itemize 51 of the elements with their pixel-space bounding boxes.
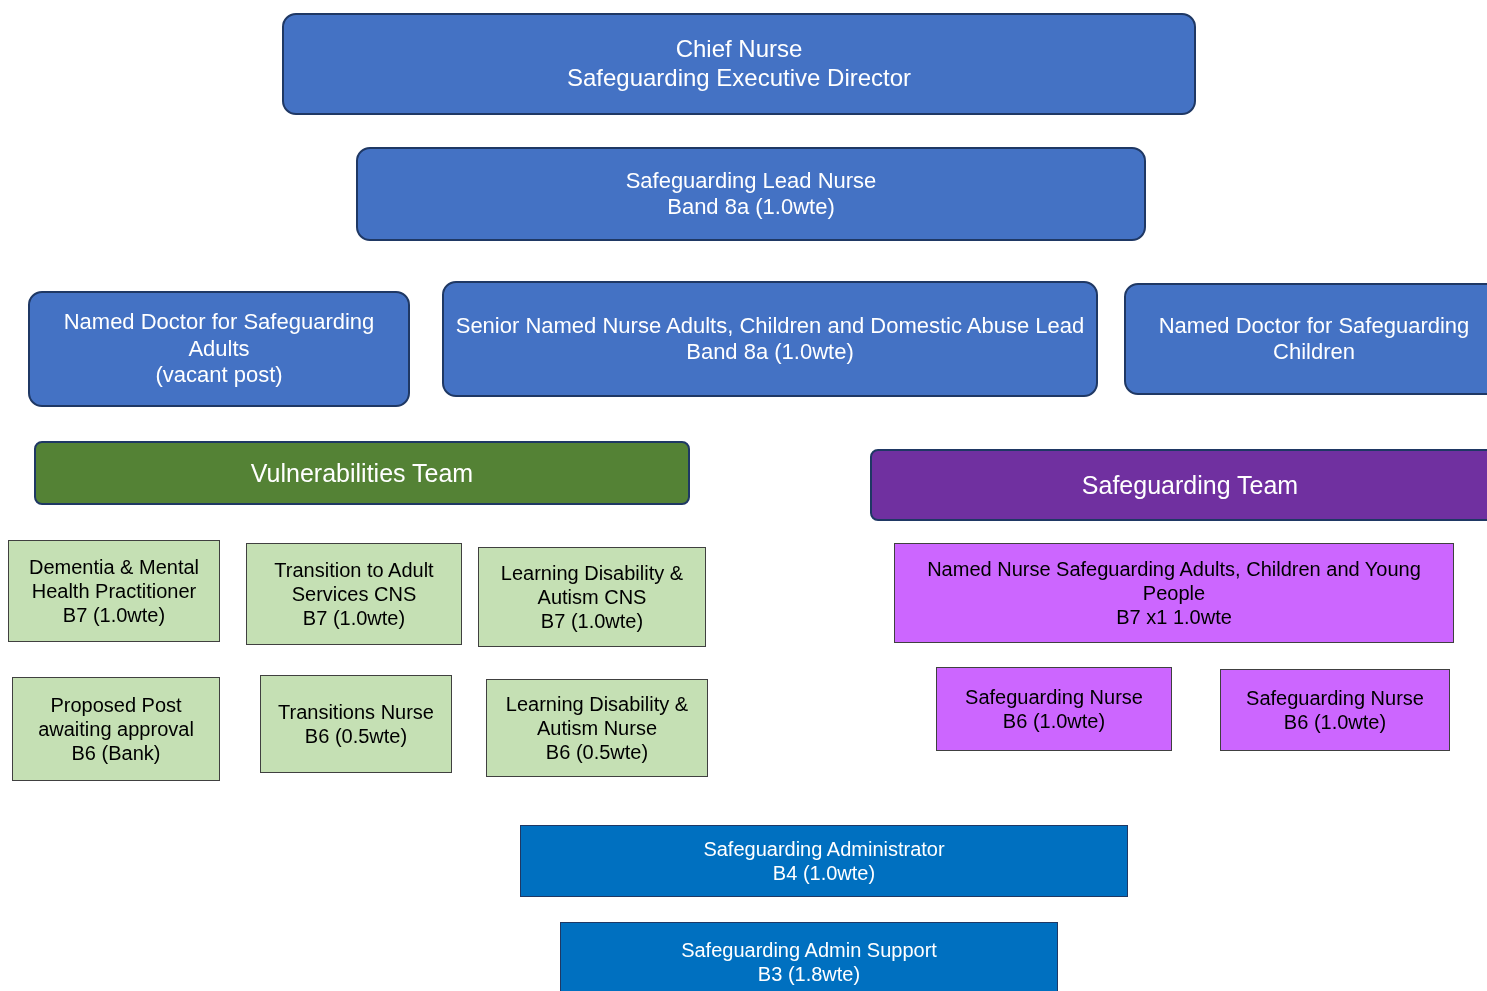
role-title: Safeguarding Admin Support	[681, 938, 937, 962]
role-detail: Safeguarding Executive Director	[566, 64, 912, 93]
role-title: Safeguarding Nurse	[965, 685, 1143, 709]
role-box	[520, 825, 1128, 897]
role-detail: B3 (1.8wte)	[757, 962, 861, 986]
role-box	[282, 13, 1196, 115]
role-box	[12, 677, 220, 781]
role-box	[8, 540, 220, 642]
role-title: Safeguarding Nurse	[1246, 686, 1424, 710]
role-detail: B6 (Bank)	[71, 741, 161, 765]
role-title: Transitions Nurse	[278, 700, 434, 724]
role-box	[246, 543, 462, 645]
role-box	[260, 675, 452, 773]
role-title: Transition to Adult Services CNS	[273, 558, 435, 606]
role-title: Named Nurse Safeguarding Adults, Children and Young People	[926, 557, 1422, 605]
role-box	[356, 147, 1146, 241]
team-title: Vulnerabilities Team	[250, 458, 474, 488]
role-detail: Band 8a (1.0wte)	[686, 339, 854, 366]
role-title: Learning Disability & Autism CNS	[499, 561, 685, 609]
team-banner	[34, 441, 690, 505]
role-title: Senior Named Nurse Adults, Children and Domestic Abuse Lead	[455, 312, 1085, 339]
role-detail: B4 (1.0wte)	[772, 861, 876, 885]
role-box	[936, 667, 1172, 751]
role-title: Safeguarding Administrator	[703, 837, 945, 861]
role-box	[478, 547, 706, 647]
role-detail: B7 x1 1.0wte	[1116, 605, 1232, 629]
role-detail: B6 (0.5wte)	[545, 740, 649, 764]
role-detail: B7 (1.0wte)	[540, 609, 644, 633]
role-title: Learning Disability & Autism Nurse	[504, 692, 690, 740]
role-detail: B7 (1.0wte)	[62, 603, 166, 627]
role-detail: Band 8a (1.0wte)	[667, 194, 835, 221]
role-box	[560, 922, 1058, 991]
role-title: Dementia & Mental Health Practitioner	[27, 555, 201, 603]
role-box	[28, 291, 410, 407]
role-title: Chief Nurse	[675, 35, 803, 64]
role-detail: B6 (1.0wte)	[1002, 709, 1106, 733]
role-detail: B6 (0.5wte)	[304, 724, 408, 748]
role-detail: (vacant post)	[155, 362, 283, 389]
role-box	[894, 543, 1454, 643]
role-title: Named Doctor for Safeguarding Children	[1157, 312, 1471, 366]
role-title: Named Doctor for Safeguarding Adults	[62, 309, 376, 363]
team-title: Safeguarding Team	[1081, 470, 1299, 500]
role-title: Safeguarding Lead Nurse	[625, 167, 877, 194]
team-banner	[870, 449, 1487, 521]
role-detail: B6 (1.0wte)	[1283, 710, 1387, 734]
role-box	[1124, 283, 1487, 395]
role-title: Proposed Post awaiting approval	[37, 693, 195, 741]
role-box	[486, 679, 708, 777]
role-detail: B7 (1.0wte)	[302, 606, 406, 630]
role-box	[442, 281, 1098, 397]
role-box	[1220, 669, 1450, 751]
